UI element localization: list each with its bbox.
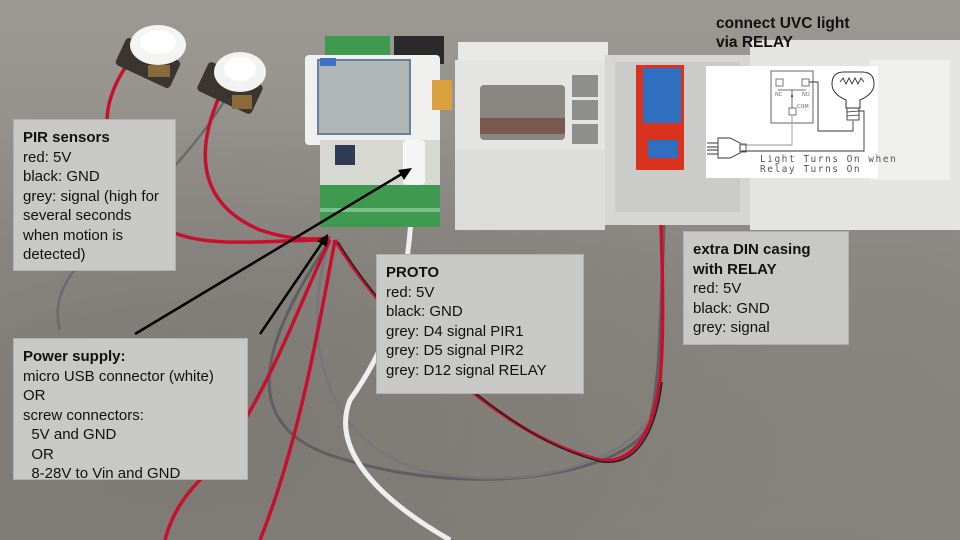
relay-casing-title: with RELAY: [693, 260, 777, 278]
com-wire: [741, 115, 793, 146]
pir-line: several seconds: [23, 207, 132, 224]
red-wire: [203, 94, 331, 241]
proto-line: grey: D12 signal RELAY: [386, 361, 547, 379]
diagram-caption-line: Light Turns On when: [760, 154, 898, 165]
pir-line: grey: signal (high for: [23, 187, 159, 205]
relay-line: grey: signal: [693, 319, 770, 336]
proto-line: grey: D4 signal PIR1: [386, 322, 524, 340]
relay-casing-title: extra DIN casing: [693, 241, 811, 258]
proto-line: red: 5V: [386, 283, 435, 301]
power-plug-icon: [707, 137, 747, 159]
display-din-module: [455, 42, 608, 230]
no-label: NO: [802, 92, 810, 98]
arrow-usb: [134, 168, 412, 336]
pir-sensors-title: PIR sensors: [23, 129, 110, 146]
light-bulb-icon: [831, 71, 875, 121]
no-terminal: [801, 78, 810, 87]
pir-line: red: 5V: [23, 148, 72, 166]
proto-note: PROTO red: 5V black: GND grey: D4 signal…: [376, 254, 584, 394]
power-supply-title: Power supply:: [23, 348, 126, 365]
proto-title: PROTO: [386, 264, 440, 281]
power-line: screw connectors:: [23, 406, 144, 424]
proto-module: [305, 36, 452, 227]
nc-label: NC: [775, 92, 783, 98]
power-line: OR: [23, 387, 46, 404]
relay-wiring-diagram: NC NO COM Light Turns On when Relay Turn…: [706, 66, 896, 178]
relay-line: red: 5V: [693, 280, 742, 297]
pir-sensors-note: PIR sensors red: 5V black: GND grey: sig…: [13, 119, 176, 271]
pir-sensor-2: [197, 52, 266, 114]
com-terminal: [788, 107, 797, 116]
proto-line: black: GND: [386, 303, 463, 320]
power-supply-note: Power supply: micro USB connector (white…: [13, 338, 248, 482]
proto-line: grey: D5 signal PIR2: [386, 342, 524, 359]
power-line: micro USB connector (white): [23, 367, 214, 385]
red-wire: [258, 239, 337, 540]
uvc-title: connect UVC light via RELAY: [716, 14, 849, 52]
no-wire: [809, 81, 854, 132]
power-line: OR: [23, 445, 54, 463]
relay-casing-note: extra DIN casing with RELAY red: 5V blac…: [683, 231, 849, 345]
uvc-title-line: via RELAY: [716, 34, 793, 51]
com-label: COM: [797, 104, 809, 110]
plug-wire: [741, 110, 865, 152]
usb-cable: [343, 184, 452, 540]
power-line: 8-28V to Vin and GND: [23, 465, 181, 482]
pir-line: black: GND: [23, 168, 100, 185]
diagram-caption-line: Relay Turns On: [760, 164, 862, 175]
pir-sensor-1: [115, 25, 186, 88]
uvc-title-line: connect UVC light: [716, 15, 850, 32]
relay-line: black: GND: [693, 299, 770, 317]
pir-line: when motion is: [23, 226, 124, 244]
pir-line: detected): [23, 246, 86, 263]
power-line: 5V and GND: [23, 426, 117, 443]
arrow-screw-terminal: [258, 234, 328, 335]
nc-terminal: [775, 78, 784, 87]
